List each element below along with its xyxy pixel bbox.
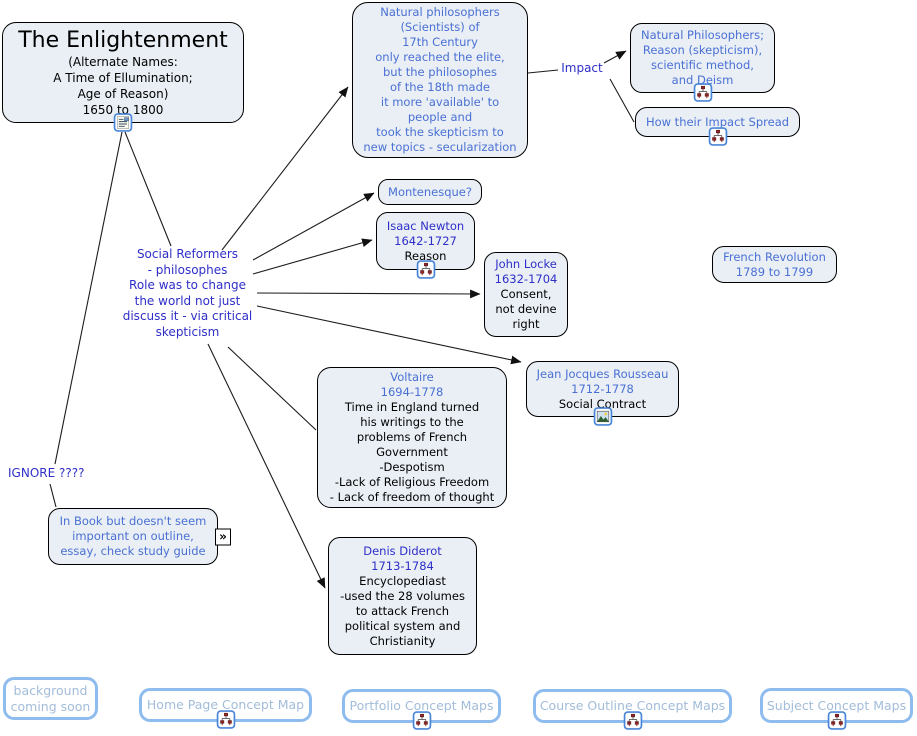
edge-social-philosophersnote [221,86,349,251]
concept-french-revolution[interactable]: French Revolution 1789 to 1799 [712,246,837,283]
diderot-note: Encyclopediast -used the 28 volumes to a… [340,573,465,648]
nav-home-label: Home Page Concept Map [146,697,305,712]
voltaire-name: Voltaire 1694-1778 [380,370,444,399]
attached-document-icon[interactable] [114,113,133,132]
edge-note-impact [527,69,559,74]
enlightenment-title: The Enlightenment [18,28,228,53]
edge-ignore-inbook [49,483,57,508]
concept-ignore[interactable]: IGNORE ???? [8,466,85,480]
edge-social-montenesque [252,192,375,261]
concept-social-reformers[interactable]: Social Reformers - philosophes Role was … [122,247,253,339]
concept-locke[interactable]: John Locke 1632-1704 Consent, not devine… [484,252,568,337]
edge-social-voltaire [227,346,317,431]
chevron-glyph: » [219,529,227,543]
in-book-text: In Book but doesn't seem important on ou… [59,514,207,558]
diderot-name: Denis Diderot 1713-1784 [363,543,442,573]
edge-social-newton [252,238,373,275]
expand-chevron-icon[interactable]: » [215,528,231,545]
edge-social-diderot [207,343,326,589]
concept-map-icon[interactable] [623,711,642,730]
locke-name: John Locke 1632-1704 [494,257,558,286]
nav-background-coming-soon[interactable]: background coming soon [3,677,98,720]
concept-diderot[interactable]: Denis Diderot 1713-1784 Encyclopediast -… [328,537,477,655]
concept-map-icon[interactable] [693,83,712,102]
concept-map-icon[interactable] [708,127,727,146]
newton-note: Reason [404,248,447,263]
concept-impact-spread[interactable]: How their Impact Spread [635,107,800,137]
edge-impact-naturalphil [603,50,627,64]
rousseau-note: Social Contract [558,396,647,411]
concept-map-icon[interactable] [412,711,431,730]
nav-course-label: Course Outline Concept Maps [539,698,726,713]
impact-spread-text: How their Impact Spread [645,114,790,129]
concept-montenesque[interactable]: Montenesque? [378,179,482,205]
concept-philosophers-note[interactable]: Natural philosophers (Scientists) of 17t… [352,2,528,158]
enlightenment-subtitle: (Alternate Names: A Time of Ellumination… [53,55,193,117]
edge-social-locke [256,289,481,299]
concept-map-icon[interactable] [416,260,435,279]
french-revolution-text: French Revolution 1789 to 1799 [723,249,826,279]
locke-note: Consent, not devine right [495,287,557,331]
edge-enlightenment-ignore [54,131,123,465]
edge-impact-spread [609,78,635,123]
voltaire-note: Time in England turned his writings to t… [329,400,495,504]
natural-philosophers-text: Natural Philosophers; Reason (skepticism… [640,28,764,87]
nav-subject-label: Subject Concept Maps [766,697,907,713]
concept-rousseau[interactable]: Jean Jocques Rousseau 1712-1778 Social C… [526,361,679,417]
philosophers-note-text: Natural philosophers (Scientists) of 17t… [363,5,517,154]
concept-natural-philosophers[interactable]: Natural Philosophers; Reason (skepticism… [630,23,775,93]
montenesque-text: Montenesque? [388,184,472,199]
concept-enlightenment[interactable]: The Enlightenment (Alternate Names: A Ti… [2,22,244,123]
link-label-impact[interactable]: Impact [561,61,603,75]
rousseau-name: Jean Jocques Rousseau 1712-1778 [536,366,669,396]
nav-home-page-concept-map[interactable]: Home Page Concept Map [139,688,312,722]
newton-name: Isaac Newton 1642-1727 [386,218,465,248]
concept-map-icon[interactable] [827,711,846,730]
concept-in-book[interactable]: In Book but doesn't seem important on ou… [48,508,231,565]
attached-image-icon[interactable] [593,407,612,426]
concept-newton[interactable]: Isaac Newton 1642-1727 Reason [376,212,475,270]
nav-course-outline-concept-maps[interactable]: Course Outline Concept Maps [533,689,732,723]
concept-voltaire[interactable]: Voltaire 1694-1778 Time in England turne… [317,367,507,508]
nav-subject-concept-maps[interactable]: Subject Concept Maps [760,688,913,723]
nav-portfolio-label: Portfolio Concept Maps [349,698,494,713]
edge-enlightenment-social [124,131,172,247]
edge-social-rousseau [256,305,522,365]
nav-portfolio-concept-maps[interactable]: Portfolio Concept Maps [342,689,501,723]
concept-map-icon[interactable] [216,710,235,729]
